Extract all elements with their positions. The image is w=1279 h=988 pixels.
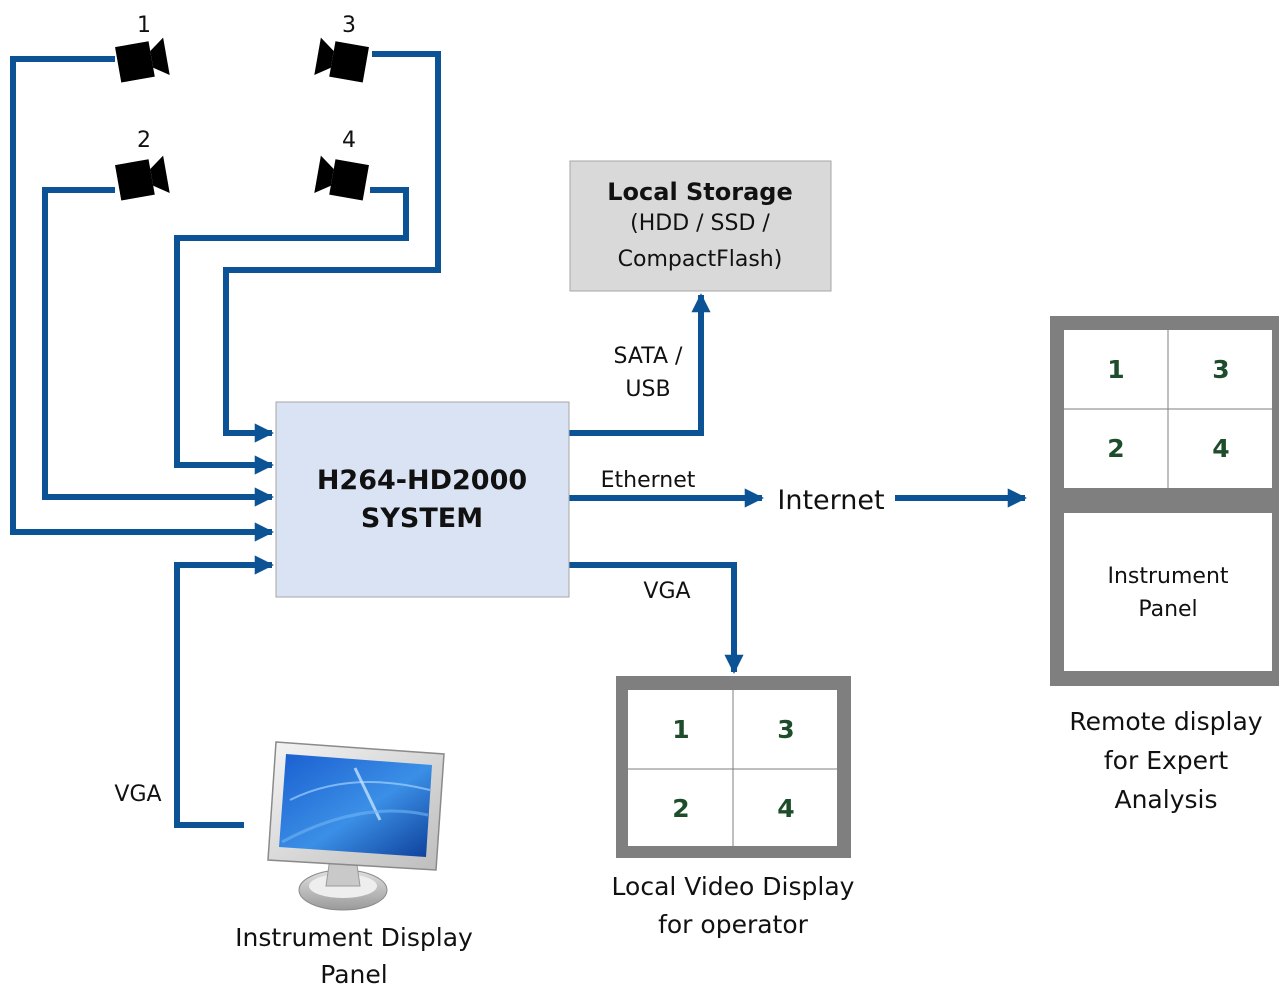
camera-3-line (223, 51, 441, 443)
remote-quadrant-4: 4 (1212, 434, 1229, 463)
camera-4 (314, 155, 369, 201)
camera-4-line (174, 187, 409, 475)
remote-display-caption-line3: Analysis (1114, 785, 1217, 814)
storage-title: Local Storage (607, 178, 793, 206)
ethernet-label: Ethernet (601, 468, 696, 493)
camera-icon (115, 37, 170, 83)
remote-display: 1 3 2 4 Instrument Panel (1050, 316, 1279, 686)
local-quadrant-3: 3 (777, 715, 794, 744)
camera-icon (115, 155, 170, 201)
system-box: H264-HD2000 SYSTEM (275, 401, 570, 598)
remote-display-caption-line2: for Expert (1104, 746, 1228, 775)
storage-type-line2: CompactFlash) (618, 247, 783, 272)
camera-4-label: 4 (342, 128, 356, 153)
camera-1-line (10, 56, 274, 542)
camera-3-label: 3 (342, 13, 356, 38)
camera-2 (115, 155, 170, 201)
camera-2-line (42, 187, 274, 507)
remote-panel-label-line2: Panel (1138, 597, 1197, 622)
vga-out-line (568, 562, 744, 674)
connectors (10, 51, 1027, 828)
instrument-display-caption-line2: Panel (320, 960, 387, 988)
remote-panel-label-line1: Instrument (1107, 564, 1228, 589)
local-quadrant-4: 4 (777, 794, 794, 823)
camera-icon (314, 37, 369, 83)
instrument-vga-line (174, 555, 274, 828)
local-video-display: 1 3 2 4 (616, 676, 851, 858)
storage-link-label-line2: USB (625, 377, 670, 402)
storage-link-label-line1: SATA / (614, 344, 683, 369)
local-quadrant-2: 2 (672, 794, 689, 823)
remote-quadrant-3: 3 (1212, 355, 1229, 384)
camera-1-label: 1 (137, 13, 151, 38)
camera-3 (314, 37, 369, 83)
camera-1 (115, 37, 170, 83)
local-quadrant-1: 1 (672, 715, 689, 744)
remote-quadrant-1: 1 (1107, 355, 1124, 384)
monitor-icon (267, 741, 445, 911)
storage-link-line (568, 293, 711, 436)
vga-in-label: VGA (114, 782, 161, 807)
internet-label: Internet (777, 485, 884, 516)
remote-display-caption-line1: Remote display (1069, 707, 1262, 736)
storage-type-line1: (HDD / SSD / (630, 211, 770, 236)
camera-2-label: 2 (137, 128, 151, 153)
system-subtitle: SYSTEM (361, 503, 483, 534)
local-display-caption-line1: Local Video Display (612, 872, 855, 901)
vga-out-label: VGA (643, 579, 690, 604)
local-display-caption-line2: for operator (658, 910, 809, 939)
camera-icon (314, 155, 369, 201)
remote-quadrant-2: 2 (1107, 434, 1124, 463)
instrument-display-caption-line1: Instrument Display (235, 923, 473, 952)
system-title: H264-HD2000 (317, 465, 527, 496)
local-storage-box: Local Storage (HDD / SSD / CompactFlash) (569, 160, 832, 292)
